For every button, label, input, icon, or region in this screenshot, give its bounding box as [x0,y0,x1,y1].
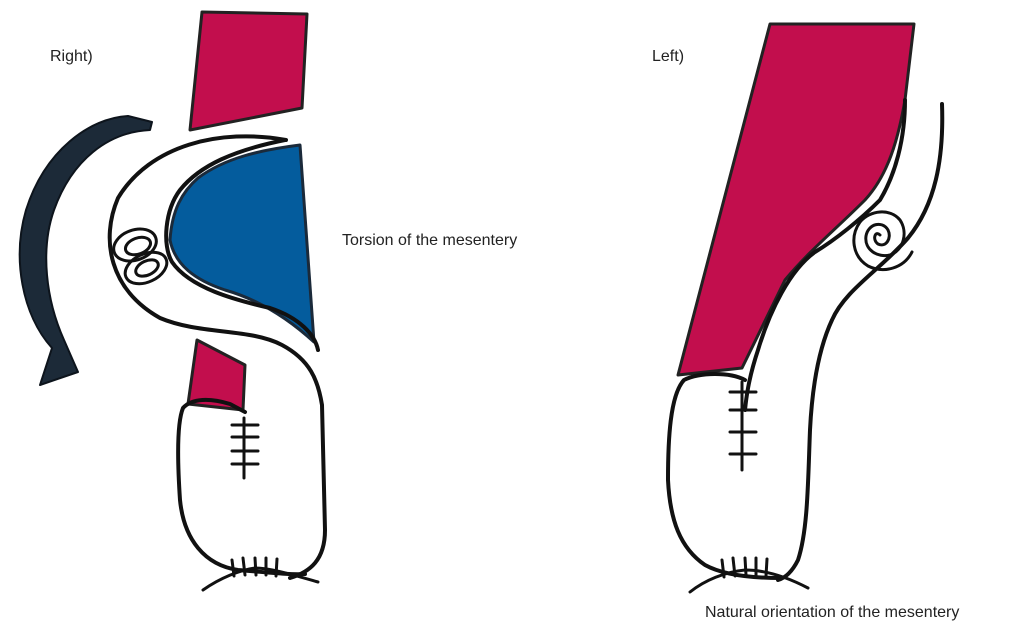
natural-orientation-caption: Natural orientation of the mesentery [705,604,959,622]
left-suture-marks [730,382,756,470]
torsion-caption: Torsion of the mesentery [342,232,517,250]
twisted-mesentery [170,145,314,342]
right-suture-marks [232,418,258,478]
right-upper-vessel [190,12,307,130]
right-panel-illustration [20,12,325,590]
left-panel-illustration [668,24,942,592]
right-label: Right) [50,48,93,66]
left-bowel-lower-loop [668,374,780,578]
rotation-arrow [20,116,152,385]
left-label: Left) [652,48,684,66]
